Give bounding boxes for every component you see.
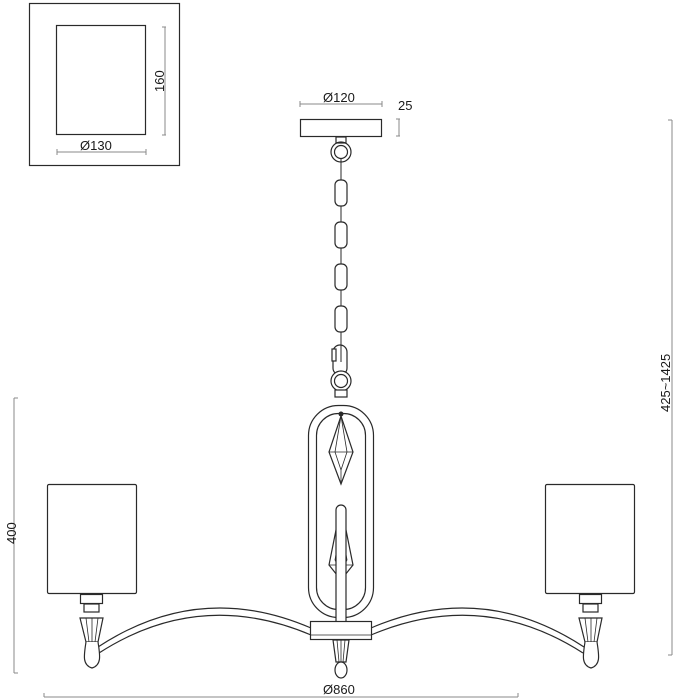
canopy-diameter-label: Ø120 [323,90,355,105]
canopy: Ø120 25 [299,90,412,163]
shade-width-label: Ø130 [80,138,112,153]
shade-height-label: 160 [152,70,167,92]
canopy-height-label: 25 [398,98,412,113]
right-lamp [544,483,636,669]
body-height-label: 400 [4,522,19,544]
central-hub [309,620,373,679]
left-lamp [46,483,138,669]
shade-detail-inset: Ø130 160 [28,2,181,167]
overall-diameter-label: Ø860 [323,682,355,697]
chain [330,158,352,398]
arms [97,607,585,654]
overall-height-label: 425~1425 [658,354,673,412]
central-frame [307,404,375,622]
overall-dimensions: 400 425~1425 Ø860 [4,119,673,698]
